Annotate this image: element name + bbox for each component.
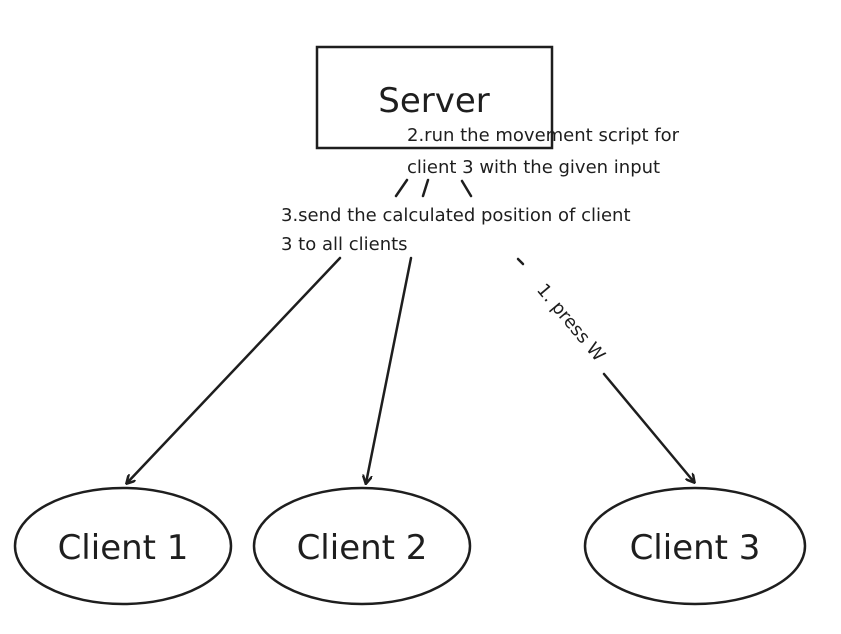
send-position-label-line-2: 3 to all clients: [281, 234, 408, 255]
run-script-label-line-1: 2.run the movement script for: [407, 125, 680, 146]
run-script-label-line-2: client 3 with the given input: [407, 157, 660, 178]
edge-stub-right: [460, 179, 473, 198]
client-2-label: Client 2: [297, 528, 428, 568]
edge-stub-middle: [421, 178, 430, 198]
client-1-node[interactable]: [13, 486, 233, 606]
server-box[interactable]: [315, 45, 554, 150]
edge-server-to-client-1: [127, 256, 342, 483]
edge-stub-left: [394, 178, 409, 198]
server-label: Server: [378, 81, 490, 121]
press-w-label: 1. press W: [532, 280, 609, 366]
client-2-node[interactable]: [252, 486, 472, 606]
edge-client-3-to-server: [602, 372, 694, 482]
client-3-node[interactable]: [583, 486, 807, 606]
client-1-label: Client 1: [58, 528, 189, 568]
send-position-label-line-1: 3.send the calculated position of client: [281, 205, 631, 226]
edge-server-to-client-2: [366, 256, 413, 483]
client-3-label: Client 3: [630, 528, 761, 568]
edge-stub-press: [516, 257, 525, 266]
